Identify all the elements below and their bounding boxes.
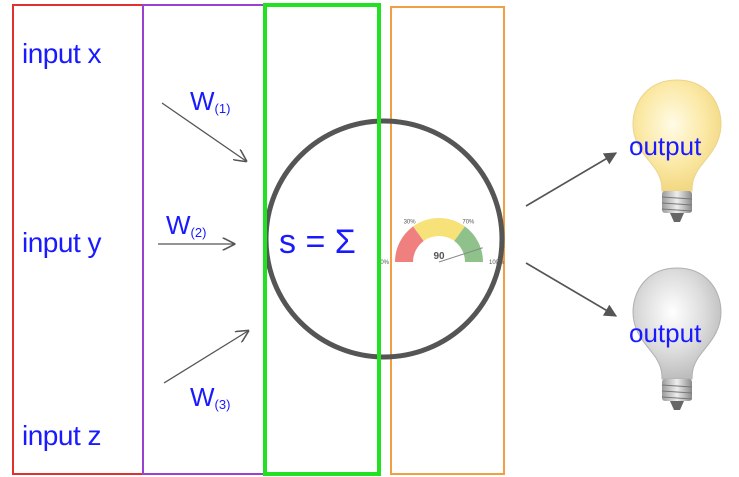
gauge: 0% 30% 70% 100% 90 [380, 218, 505, 266]
lightbulb-off-icon [632, 267, 722, 410]
input-x-label: input x [22, 38, 102, 69]
gauge-value: 90 [433, 251, 445, 262]
gauge-tick-label: 70% [462, 220, 475, 226]
gauge-zone-0 [395, 226, 424, 262]
weight-1-label: W(1) [190, 86, 230, 117]
weight-3-symbol: W [190, 382, 215, 412]
output-arrow-bottom [525, 262, 618, 317]
sum-label: s = Σ [279, 223, 356, 261]
weight-3-label: W(3) [190, 382, 230, 413]
gauge-tick-label: 30% [404, 220, 417, 226]
weight-arrow-1 [161, 102, 246, 161]
lightbulb-on-icon [632, 79, 722, 222]
weight-arrow-3 [163, 331, 248, 384]
weight-1-subscript: (1) [214, 101, 231, 116]
sum-frame [263, 3, 381, 476]
output-top-label: output [629, 131, 702, 161]
input-z-label: input z [22, 420, 102, 451]
gauge-tick-label: 100% [489, 260, 505, 266]
weight-2-label: W(2) [166, 210, 206, 241]
output-bottom-label: output [629, 318, 702, 348]
gauge-zone-2 [454, 226, 483, 262]
weight-1-symbol: W [190, 86, 215, 116]
gauge-zone-1 [413, 218, 465, 241]
input-y-label: input y [22, 227, 102, 258]
weight-3-subscript: (3) [214, 397, 231, 412]
gauge-needle [438, 247, 483, 263]
weight-2-subscript: (2) [190, 225, 207, 240]
gauge-tick-label: 0% [380, 260, 389, 266]
weight-2-symbol: W [166, 210, 191, 240]
output-arrow-top [525, 152, 618, 207]
